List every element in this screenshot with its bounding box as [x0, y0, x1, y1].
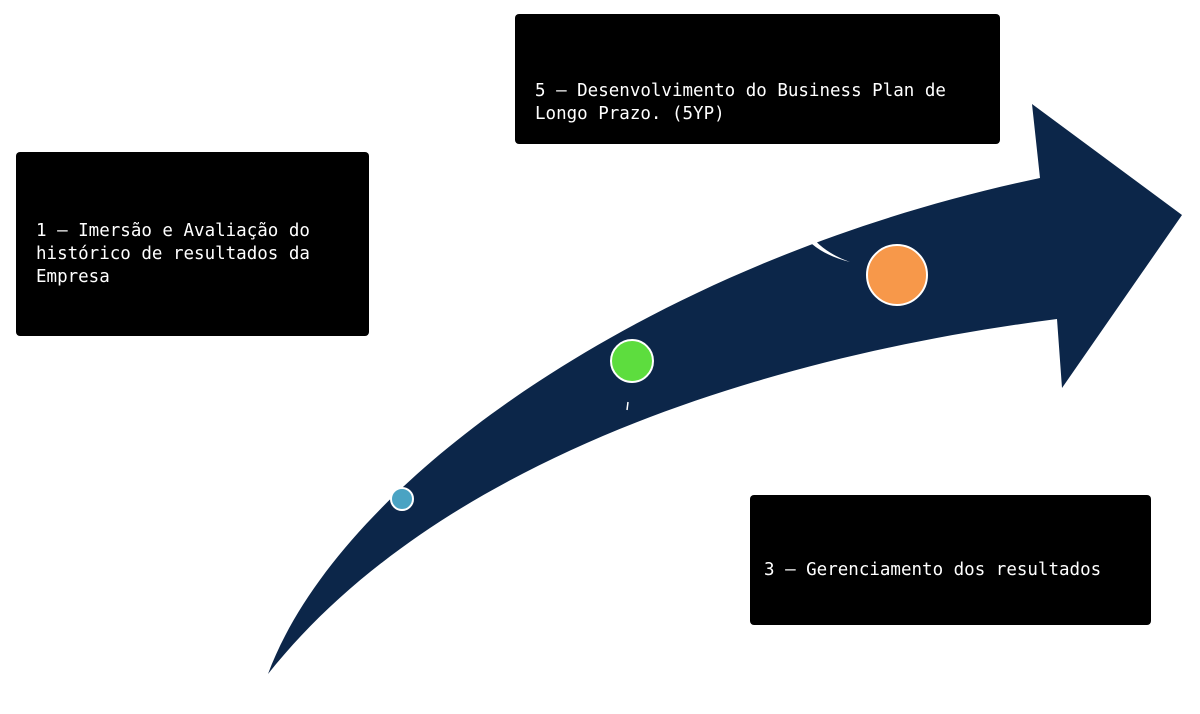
- steps-3-4-box: 3 – Gerenciamento dos resultados 4 – Pre…: [750, 495, 1151, 689]
- step-1-text: 1 – Imersão e Avaliação do histórico de …: [36, 221, 321, 287]
- milestone-small-icon: [390, 487, 414, 511]
- step-5-text: 5 – Desenvolvimento do Business Plan de …: [535, 81, 957, 124]
- step-4-text: 4 – Precificação dos Serviços/Produtos: [764, 646, 986, 689]
- step-6-text: 6 – Captação de recursos/investidores: [535, 190, 925, 210]
- step-3-text: 3 – Gerenciamento dos resultados: [764, 560, 1102, 580]
- arrow-highlight-tick: [626, 401, 629, 411]
- steps-1-2-box: 1 – Imersão e Avaliação do histórico de …: [16, 152, 369, 396]
- steps-5-6-box: 5 – Desenvolvimento do Business Plan de …: [515, 14, 1000, 210]
- arrow-highlight-notch: [808, 232, 850, 262]
- milestone-medium-icon: [610, 339, 654, 383]
- growth-arrow: [268, 104, 1182, 674]
- step-2-text: 2 – Elaboração do orçamento (Budget) da …: [36, 353, 332, 396]
- arrow-shape: [268, 104, 1182, 674]
- milestone-large-icon: [866, 244, 928, 306]
